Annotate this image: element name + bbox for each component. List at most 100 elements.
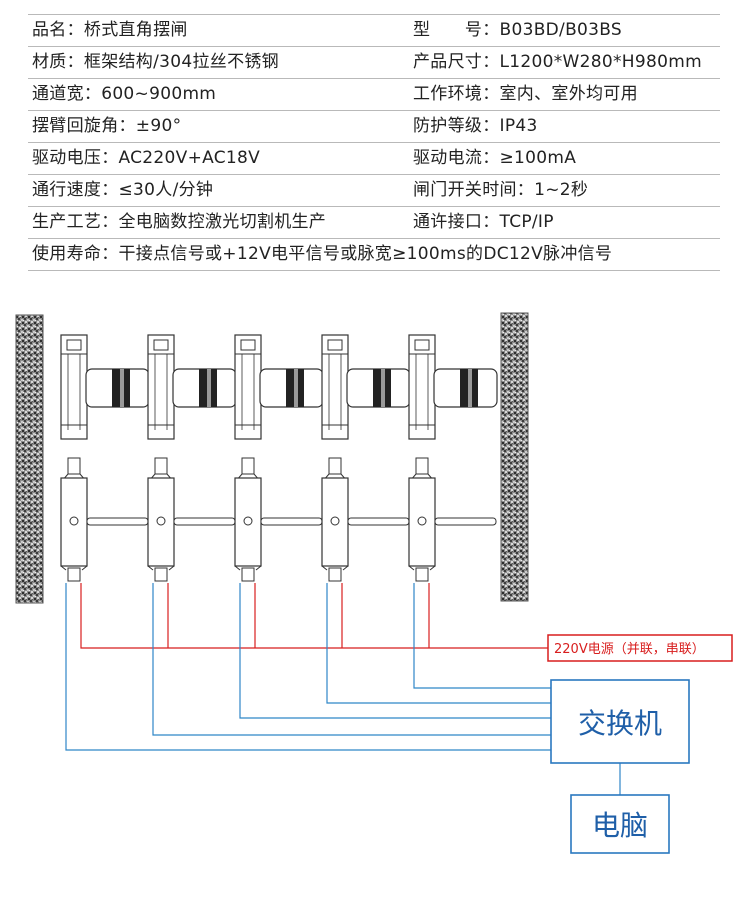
switch-label: 交换机 — [578, 707, 662, 740]
power-label-box — [547, 634, 733, 662]
gate-unit — [234, 334, 324, 582]
gate-top-line — [168, 565, 175, 571]
signal-wire — [413, 583, 551, 689]
gate-side-body — [234, 334, 262, 440]
gate-top-pivot — [417, 516, 427, 526]
spec-row: 通行速度：≤30人/分钟 闸门开关时间：1~2秒 — [28, 175, 720, 207]
spec-row: 材质：框架结构/304拉丝不锈钢 产品尺寸：L1200*W280*H980mm — [28, 47, 720, 79]
spec-row: 通道宽：600~900mm 工作环境：室内、室外均可用 — [28, 79, 720, 111]
power-wire — [80, 583, 548, 649]
gate-side-cap — [327, 339, 343, 351]
gate-top-pivot — [69, 516, 79, 526]
signal-wire — [65, 583, 551, 751]
gate-top-pivot — [330, 516, 340, 526]
gate-side-cap — [414, 339, 430, 351]
spec-row: 使用寿命：干接点信号或+12V电平信号或脉宽≥100ms的DC12V脉冲信号 — [28, 239, 720, 271]
gate-top-sensor — [241, 567, 255, 582]
gate-arm-stripe — [381, 369, 385, 407]
gate-top-arm — [347, 517, 410, 526]
gate-arm-stripe — [124, 369, 130, 407]
gate-top-body — [60, 477, 88, 567]
spec-row: 摆臂回旋角：±90° 防护等级：IP43 — [28, 111, 720, 143]
gate-arm-stripe — [373, 369, 381, 407]
gate-arm-stripe — [385, 369, 391, 407]
gate-arm-stripe — [112, 369, 120, 407]
spec-lifetime: 使用寿命：干接点信号或+12V电平信号或脉宽≥100ms的DC12V脉冲信号 — [32, 244, 613, 264]
gate-side-body — [147, 334, 175, 440]
gate-top-line — [255, 565, 262, 571]
signal-wire — [239, 583, 551, 719]
gate-top-sensor — [154, 457, 168, 475]
gate-arm-stripe — [294, 369, 298, 407]
gate-top-sensor — [415, 457, 429, 475]
gate-arm-stripe — [211, 369, 217, 407]
gate-top-sensor — [415, 567, 429, 582]
gate-arm-stripe — [120, 369, 124, 407]
gate-arm-stripe — [207, 369, 211, 407]
gate-side-cap — [153, 339, 169, 351]
spec-process: 生产工艺：全电脑数控激光切割机生产 — [32, 212, 327, 232]
gate-side-body — [60, 334, 88, 440]
spec-interface: 通许接口：TCP/IP — [413, 212, 554, 232]
gate-top-sensor — [328, 457, 342, 475]
gate-top-line — [81, 565, 88, 571]
spec-material: 材质：框架结构/304拉丝不锈钢 — [32, 52, 279, 72]
gate-top-sensor — [241, 457, 255, 475]
gate-top-sensor — [328, 567, 342, 582]
gate-top-arm — [173, 517, 236, 526]
gate-arm-stripe — [199, 369, 207, 407]
spec-environment: 工作环境：室内、室外均可用 — [413, 84, 638, 104]
power-label: 220V电源（并联，串联） — [554, 642, 705, 657]
computer-label: 电脑 — [592, 809, 648, 842]
gate-top-line — [234, 565, 241, 571]
gate-top-line — [408, 565, 415, 571]
spec-row: 生产工艺：全电脑数控激光切割机生产 通许接口：TCP/IP — [28, 207, 720, 239]
spec-current: 驱动电流：≥100mA — [413, 148, 577, 168]
gate-unit — [408, 334, 498, 582]
gate-arm-stripe — [298, 369, 304, 407]
gate-top-sensor — [154, 567, 168, 582]
computer-box — [570, 794, 670, 854]
gate-top-pivot — [243, 516, 253, 526]
signal-wire — [326, 583, 551, 704]
gate-side-cap — [240, 339, 256, 351]
spec-size: 产品尺寸：L1200*W280*H980mm — [413, 52, 702, 72]
right-wall — [500, 312, 529, 602]
spec-table: 品名：桥式直角摆闸 型 号：B03BD/B03BS 材质：框架结构/304拉丝不锈… — [28, 14, 720, 271]
gate-arm-stripe — [468, 369, 472, 407]
gate-side-body — [408, 334, 436, 440]
gate-top-line — [147, 565, 154, 571]
spec-open-time: 闸门开关时间：1~2秒 — [413, 180, 589, 200]
spec-width: 通道宽：600~900mm — [32, 84, 217, 104]
gate-unit — [60, 334, 150, 582]
gate-top-body — [408, 477, 436, 567]
gate-arm-stripe — [472, 369, 478, 407]
gate-top-line — [60, 565, 67, 571]
spec-speed: 通行速度：≤30人/分钟 — [32, 180, 214, 200]
gate-side-body — [321, 334, 349, 440]
gate-unit — [147, 334, 237, 582]
gate-top-arm — [86, 517, 149, 526]
gate-top-line — [342, 565, 349, 571]
gate-arm-stripe — [286, 369, 294, 407]
spec-row: 驱动电压：AC220V+AC18V 驱动电流：≥100mA — [28, 143, 720, 175]
turnstile-gates — [60, 334, 498, 582]
gate-top-sensor — [67, 457, 81, 475]
spec-protection: 防护等级：IP43 — [413, 116, 538, 136]
gate-unit — [321, 334, 411, 582]
gate-top-line — [429, 565, 436, 571]
spec-rotation: 摆臂回旋角：±90° — [32, 116, 182, 136]
spec-name: 品名：桥式直角摆闸 — [32, 20, 188, 40]
spec-voltage: 驱动电压：AC220V+AC18V — [32, 148, 261, 168]
gate-side-cap — [66, 339, 82, 351]
gate-top-arm — [260, 517, 323, 526]
gate-top-line — [321, 565, 328, 571]
gate-top-sensor — [67, 567, 81, 582]
gate-top-arm — [434, 517, 497, 526]
spec-model: 型 号：B03BD/B03BS — [413, 20, 623, 40]
left-wall — [15, 314, 44, 604]
spec-row: 品名：桥式直角摆闸 型 号：B03BD/B03BS — [28, 14, 720, 47]
gate-arm-stripe — [460, 369, 468, 407]
switch-box — [550, 679, 690, 764]
